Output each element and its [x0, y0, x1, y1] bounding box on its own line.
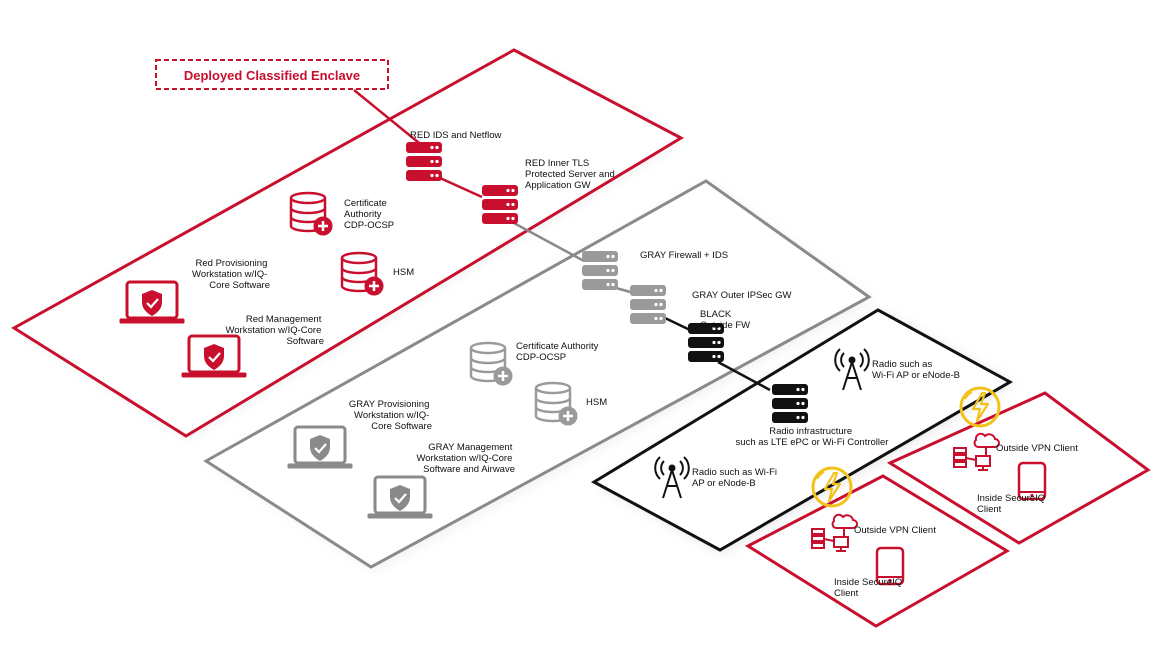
radio-top-label: Radio such as Wi-Fi AP or eNode-B: [872, 359, 960, 381]
gray-fw-label: GRAY Firewall + IDS: [640, 250, 728, 261]
red-mgmt-label: Red Management Workstation w/IQ-Core Sof…: [225, 314, 324, 347]
secure-client-2-label: Inside SecureIQ Client: [834, 577, 905, 599]
gray-prov-label: GRAY Provisioning Workstation w/IQ- Core…: [349, 399, 432, 432]
radio-left-label: Radio such as Wi-Fi AP or eNode-B: [692, 467, 780, 489]
black-zone: [590, 308, 1014, 552]
enclave-title-box: [155, 59, 389, 90]
gray-ipsec-label: GRAY Outer IPSec GW: [692, 290, 791, 301]
red-prov-label: Red Provisioning Workstation w/IQ- Core …: [192, 258, 270, 291]
gray-ca-label: Certificate Authority CDP-OCSP: [516, 341, 601, 363]
gray-hsm-label: HSM: [586, 397, 607, 408]
red-hsm-label: HSM: [393, 267, 414, 278]
red-tls-label: RED Inner TLS Protected Server and Appli…: [525, 158, 617, 191]
secure-client-1-label: Inside SecureIQ Client: [977, 493, 1048, 515]
vpn-client-1-label: Outside VPN Client: [996, 443, 1078, 454]
radio-infrastructure-server-icon: [772, 384, 808, 423]
radio-infra-label: Radio infrastructure such as LTE ePC or …: [736, 426, 889, 448]
gray-mgmt-label: GRAY Management Workstation w/IQ-Core So…: [416, 442, 515, 475]
black-fw-label: BLACK Outside FW: [700, 309, 750, 331]
red-enclave-zone: [11, 48, 685, 438]
gray-ipsec-server-icon: [630, 285, 666, 324]
red-tls-server-icon: [482, 185, 518, 224]
red-ca-label: Certificate Authority CDP-OCSP: [344, 198, 394, 231]
gray-zone: [203, 179, 872, 569]
connection-lines: [353, 89, 771, 392]
enclave-title: Deployed Classified Enclave: [184, 68, 360, 83]
red-ids-server-icon: [406, 142, 442, 181]
gray-firewall-server-icon: [582, 251, 618, 290]
vpn-client-2-label: Outside VPN Client: [854, 525, 936, 536]
red-ids-label: RED IDS and Netflow: [410, 130, 501, 141]
